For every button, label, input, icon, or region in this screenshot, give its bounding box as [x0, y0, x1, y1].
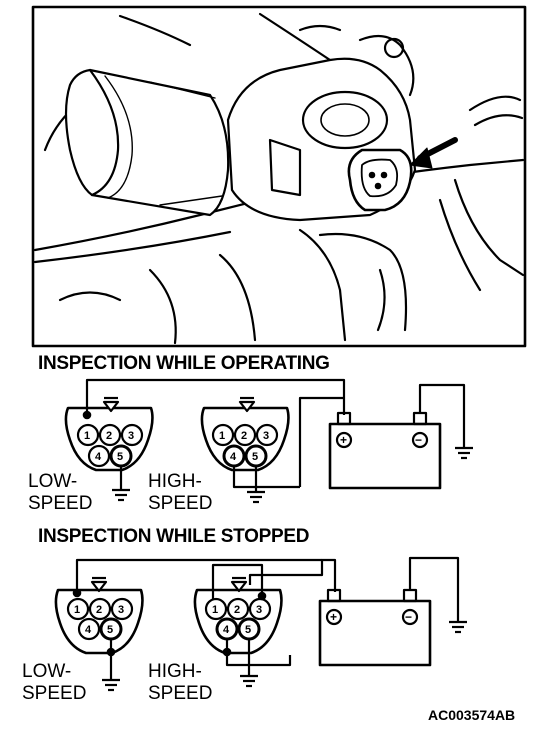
- wire-junction: [82, 410, 92, 420]
- low-speed-label-line1: LOW-: [28, 471, 77, 492]
- wiper-motor: [64, 68, 230, 217]
- battery-plus-sign: +: [330, 610, 337, 624]
- pin-label-3: 3: [263, 430, 269, 442]
- pin-2: [98, 423, 122, 447]
- low-speed-label-line2: SPEED: [28, 493, 92, 514]
- pin-label-4: 4: [85, 624, 92, 636]
- high-speed-connector: [200, 406, 290, 472]
- pin-label-4: 4: [230, 451, 237, 463]
- pin-label-1: 1: [212, 604, 218, 616]
- battery-plus-sign: +: [340, 433, 347, 447]
- low-speed-label-line2: SPEED: [22, 683, 86, 704]
- section-title: INSPECTION WHILE OPERATING: [38, 353, 330, 374]
- pin-label-3: 3: [128, 430, 134, 442]
- section-operating: INSPECTION WHILE OPERATING: [28, 353, 473, 514]
- pin-1: [76, 423, 100, 447]
- connector-key-triangle: [102, 400, 120, 413]
- pin-label-2: 2: [241, 430, 247, 442]
- high-speed-label-line2: SPEED: [148, 493, 212, 514]
- pin-4: [87, 444, 111, 468]
- pin-label-5: 5: [117, 451, 123, 463]
- pin-label-5: 5: [252, 451, 258, 463]
- pin-label-4: 4: [223, 624, 230, 636]
- battery-minus-sign: −: [415, 433, 422, 447]
- battery-negative-terminal: [411, 431, 429, 449]
- pin-label-2: 2: [234, 604, 240, 616]
- illustration-frame: [31, 5, 527, 348]
- battery-positive-terminal: [335, 431, 353, 449]
- low-speed-label-line1: LOW-: [22, 661, 71, 682]
- pin-label-3: 3: [256, 604, 262, 616]
- high-speed-label-line2: SPEED: [148, 683, 212, 704]
- pin-label-5: 5: [245, 624, 251, 636]
- wiper-motor-illustration: [31, 5, 527, 348]
- pin-label-3: 3: [118, 604, 124, 616]
- pin-label-2: 2: [106, 430, 112, 442]
- battery: [328, 422, 442, 490]
- wire-high-to-battery: [298, 396, 344, 487]
- pin-3: [120, 423, 144, 447]
- high-speed-label-line1: HIGH-: [148, 661, 202, 682]
- section-title: INSPECTION WHILE STOPPED: [38, 526, 309, 547]
- pin-label-5: 5: [107, 624, 113, 636]
- battery-minus-sign: −: [405, 610, 412, 624]
- pin-label-1: 1: [84, 430, 90, 442]
- section-stopped: INSPECTION WHILE STOPPED: [22, 526, 467, 704]
- pin-label-1: 1: [219, 430, 225, 442]
- pin-label-2: 2: [96, 604, 102, 616]
- high-speed-label-line1: HIGH-: [148, 471, 202, 492]
- pointer-arrowhead: [409, 147, 433, 169]
- pin-label-1: 1: [74, 604, 80, 616]
- pin-label-4: 4: [95, 451, 102, 463]
- figure-code: AC003574AB: [428, 707, 515, 723]
- motor-connector: [347, 148, 413, 212]
